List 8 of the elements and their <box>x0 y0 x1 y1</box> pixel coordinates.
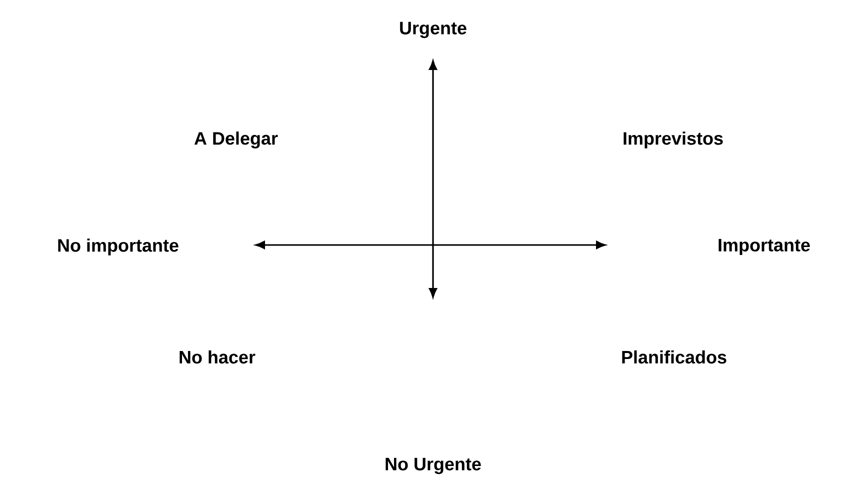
quadrant-label: Planificados <box>622 350 726 364</box>
axis-label: Urgente <box>400 22 466 38</box>
axis-label: Importante <box>718 238 810 256</box>
axis-label: No importante <box>58 238 178 256</box>
quadrant-label: No hacer <box>180 350 256 364</box>
quadrant-label: Imprevistos <box>624 132 723 148</box>
quadrant-label: A Delegar <box>194 132 278 148</box>
axis-label: No Urgente <box>386 458 481 474</box>
